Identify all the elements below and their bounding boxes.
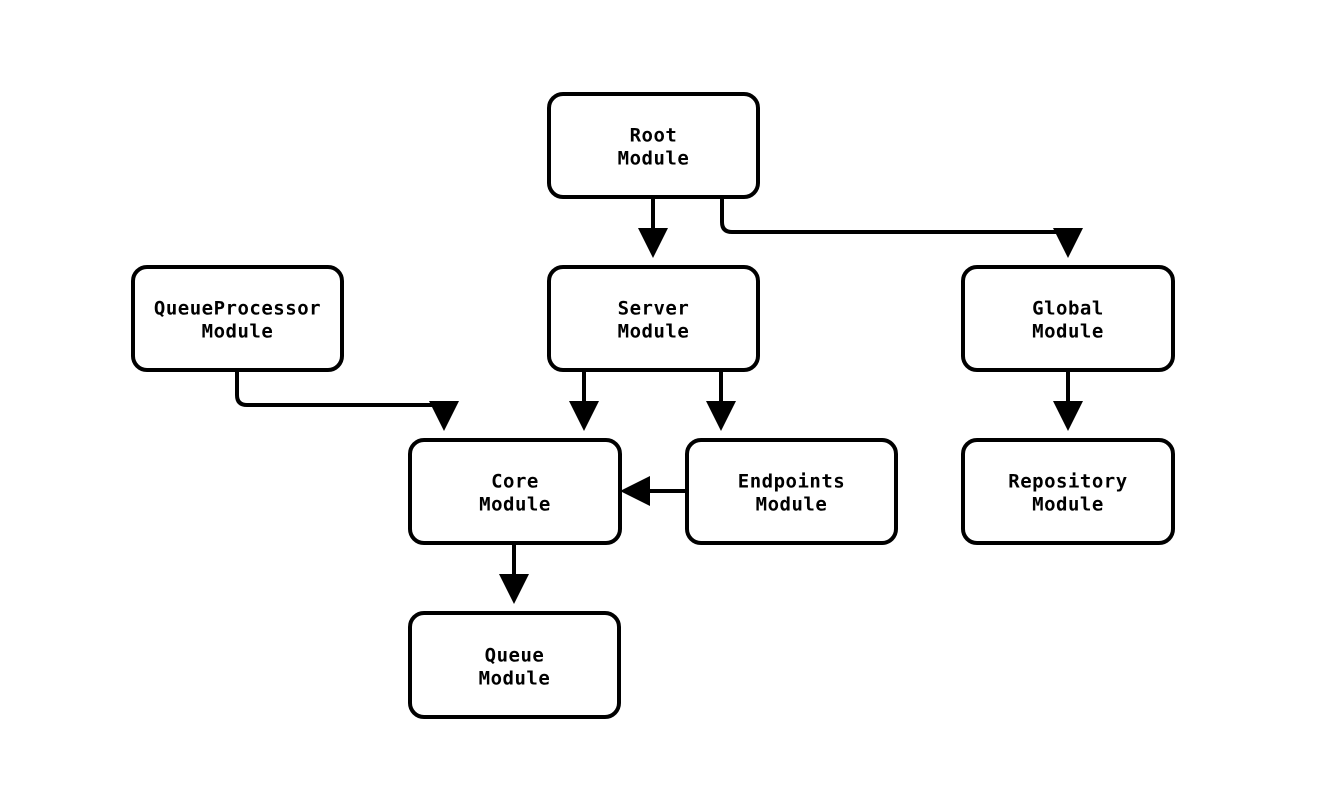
- node-global-module-box[interactable]: [961, 265, 1175, 372]
- node-queueprocessor-module-label-line1: QueueProcessor: [154, 298, 321, 320]
- node-core-module-box[interactable]: [408, 438, 622, 545]
- node-root-module[interactable]: Root Module: [547, 92, 760, 199]
- edge-endpoints-to-core: [620, 476, 687, 506]
- node-global-module-label-line2: Module: [1032, 321, 1104, 343]
- edge-queueprocessor-to-core: [235, 370, 459, 431]
- node-queueprocessor-module[interactable]: QueueProcessor Module: [131, 265, 344, 372]
- node-root-module-label-line2: Module: [618, 148, 690, 170]
- node-endpoints-module-box[interactable]: [685, 438, 898, 545]
- node-root-module-label-line1: Root: [630, 125, 678, 147]
- node-root-module-box[interactable]: [547, 92, 760, 199]
- edge-core-to-queue: [499, 543, 529, 604]
- node-server-module-box[interactable]: [547, 265, 760, 372]
- node-queueprocessor-module-box[interactable]: [131, 265, 344, 372]
- edge-global-to-repository: [1053, 370, 1083, 431]
- node-core-module-label-line2: Module: [479, 494, 551, 516]
- node-repository-module-label-line2: Module: [1032, 494, 1104, 516]
- node-queue-module-box[interactable]: [408, 611, 621, 719]
- node-repository-module-box[interactable]: [961, 438, 1175, 545]
- node-queue-module[interactable]: Queue Module: [408, 611, 621, 719]
- node-server-module-label-line1: Server: [618, 298, 690, 320]
- node-endpoints-module-label-line1: Endpoints: [738, 471, 845, 493]
- node-core-module-label-line1: Core: [491, 471, 539, 493]
- edge-server-to-endpoints: [706, 370, 736, 431]
- edge-server-to-core: [569, 370, 599, 431]
- edge-root-to-server: [638, 197, 668, 258]
- node-queue-module-label-line2: Module: [479, 668, 551, 690]
- node-server-module-label-line2: Module: [618, 321, 690, 343]
- node-server-module[interactable]: Server Module: [547, 265, 760, 372]
- node-repository-module[interactable]: Repository Module: [961, 438, 1175, 545]
- node-core-module[interactable]: Core Module: [408, 438, 622, 545]
- node-endpoints-module[interactable]: Endpoints Module: [685, 438, 898, 545]
- node-queueprocessor-module-label-line2: Module: [202, 321, 274, 343]
- edge-root-to-global: [720, 197, 1083, 258]
- node-queue-module-label-line1: Queue: [485, 645, 545, 667]
- node-endpoints-module-label-line2: Module: [756, 494, 828, 516]
- node-repository-module-label-line1: Repository: [1008, 471, 1127, 493]
- node-global-module-label-line1: Global: [1032, 298, 1104, 320]
- node-global-module[interactable]: Global Module: [961, 265, 1175, 372]
